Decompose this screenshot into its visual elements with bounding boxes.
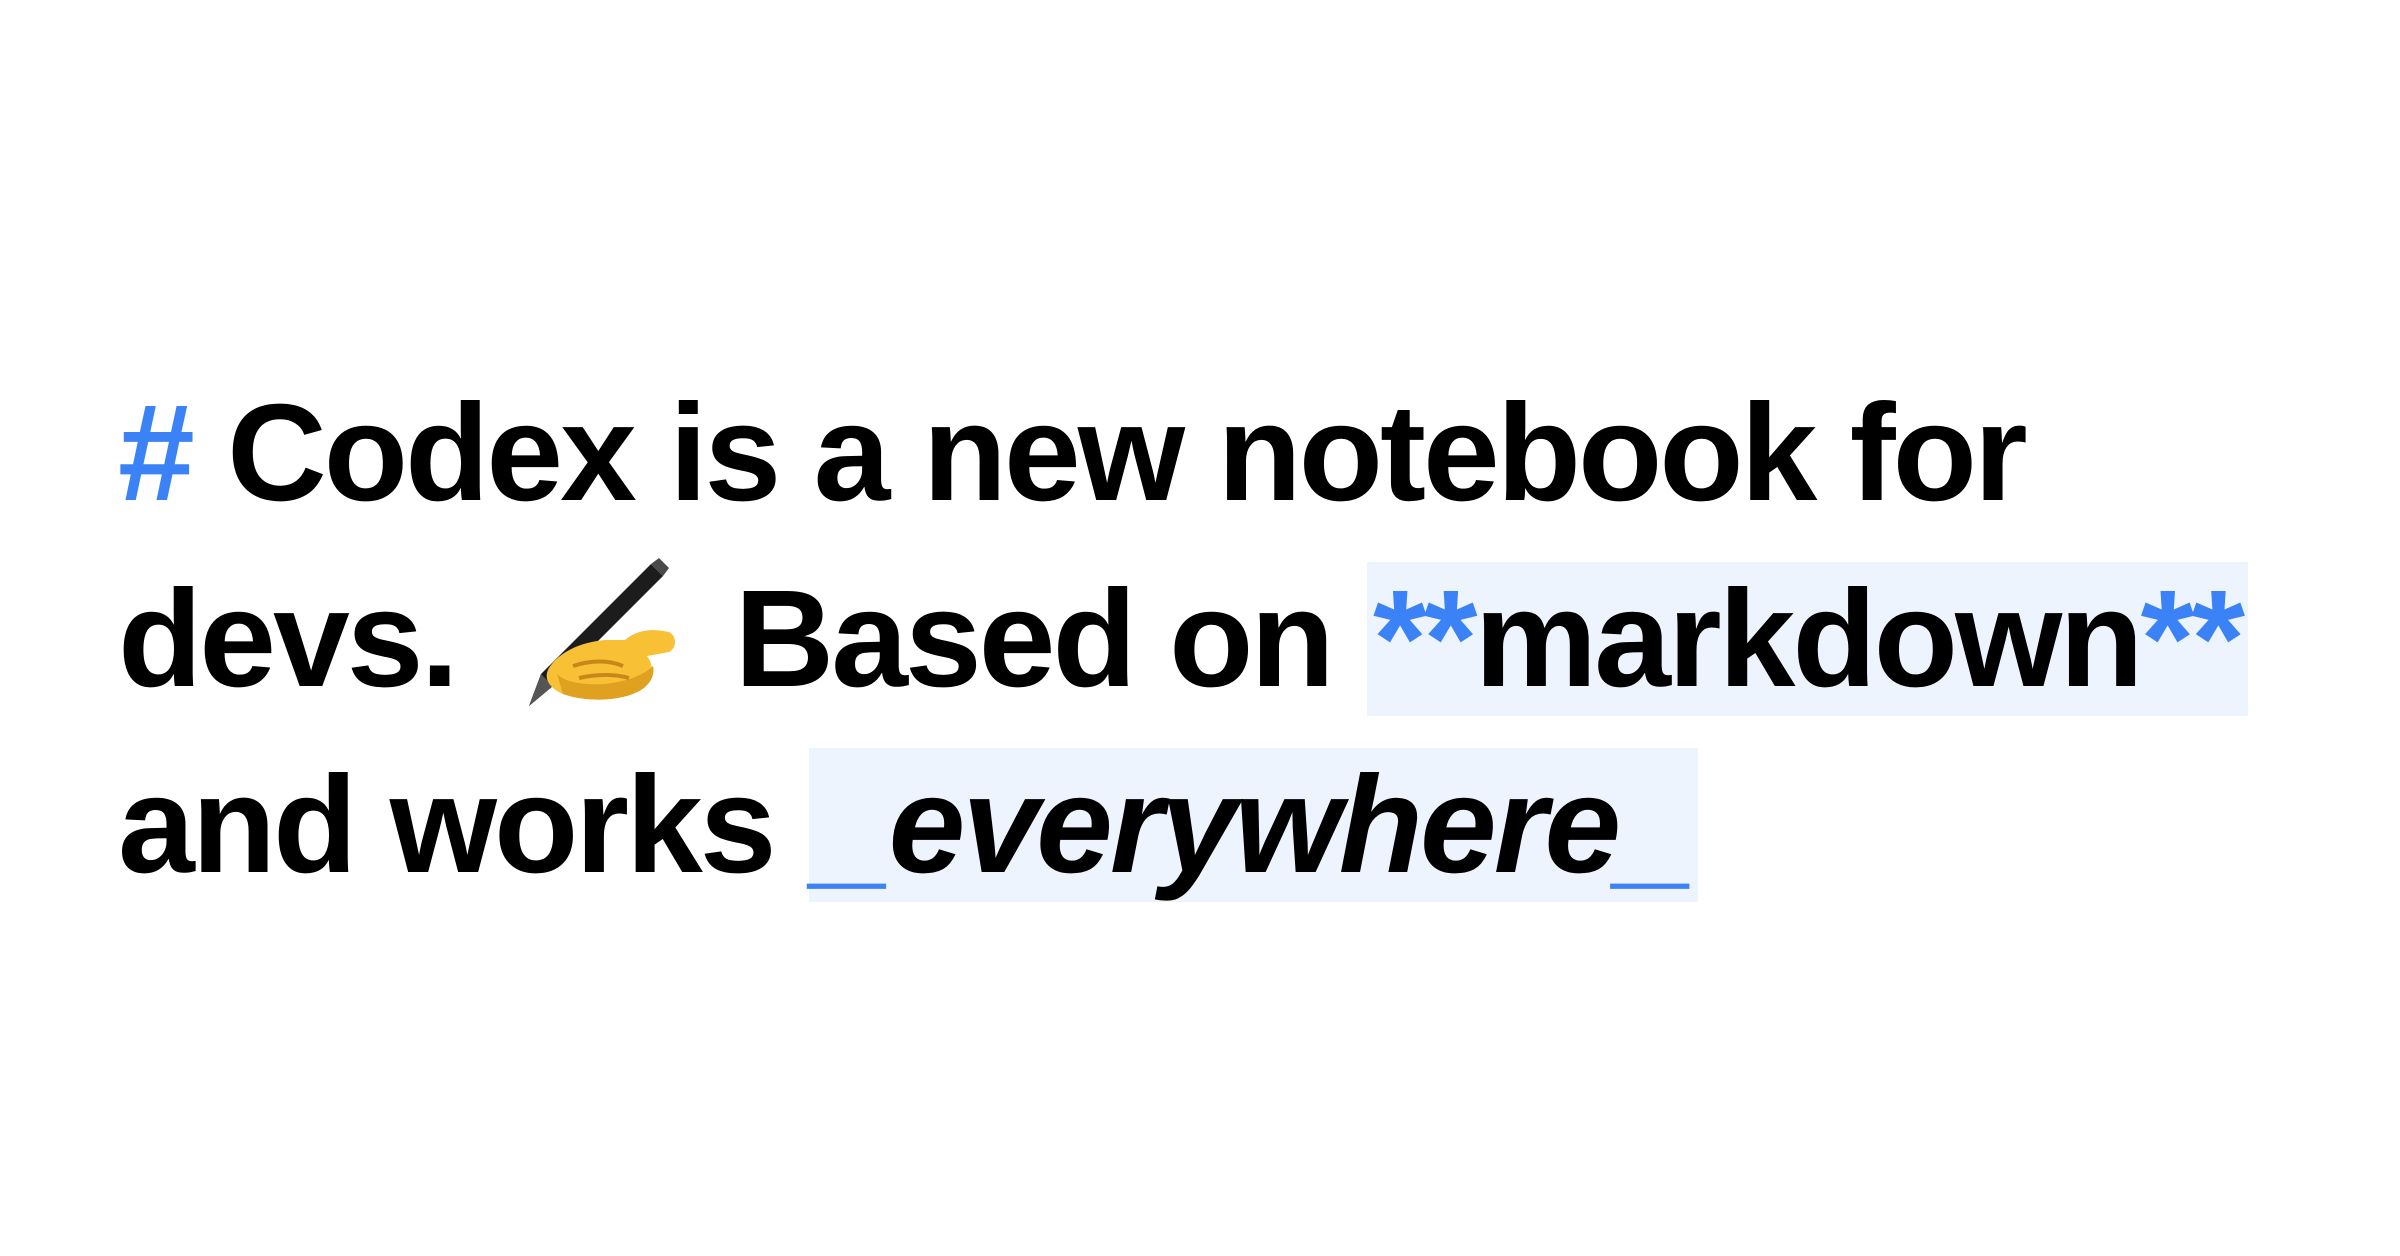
italic-marker-close: _: [1618, 748, 1695, 902]
bold-word: markdown: [1474, 562, 2143, 716]
bold-markdown-span: **markdown**: [1367, 562, 2249, 716]
headline-text-2a: devs.: [118, 562, 459, 716]
bold-marker-close: **: [2140, 562, 2245, 716]
writing-hand-icon: [529, 558, 676, 706]
headline-line-1: # Codex is a new notebook for: [118, 360, 2348, 546]
headline-text-1: Codex is a new notebook for: [227, 376, 2028, 530]
headline-line-2: devs. Based on **markdown**: [118, 546, 2348, 732]
heading-marker: #: [118, 376, 195, 530]
bold-marker-open: **: [1373, 562, 1477, 716]
headline: # Codex is a new notebook for devs. Base…: [118, 360, 2348, 918]
headline-line-3: and works _everywhere_: [118, 732, 2348, 918]
italic-markdown-span: _everywhere_: [808, 748, 1698, 902]
italic-marker-open: _: [814, 748, 892, 902]
headline-text-3: and works: [118, 748, 777, 902]
italic-word: everywhere: [888, 748, 1622, 902]
headline-text-2b: Based on: [734, 562, 1335, 716]
